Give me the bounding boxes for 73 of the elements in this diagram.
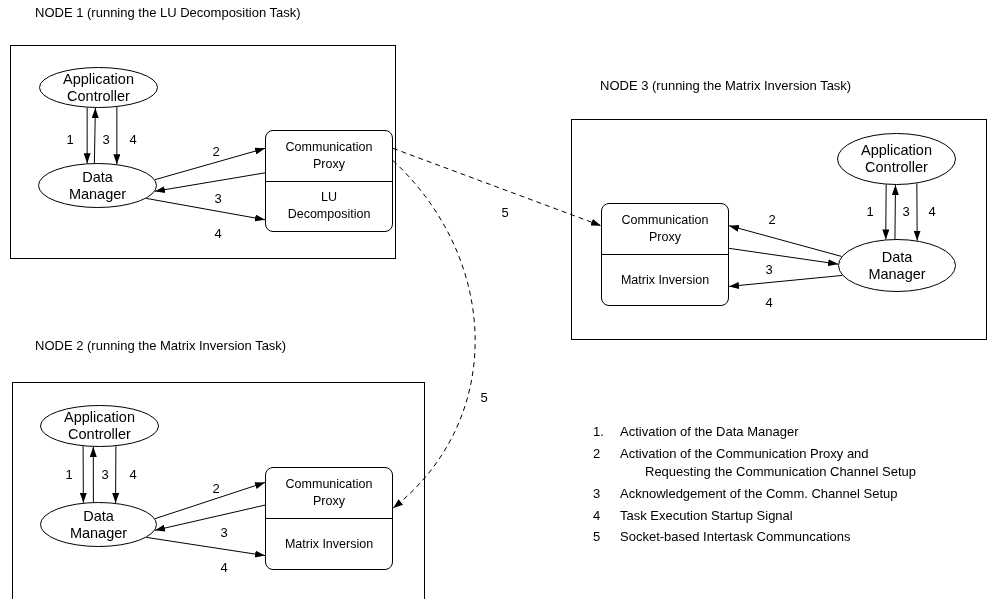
note-number: 2 <box>593 445 601 463</box>
node-heading: NODE 1 (running the LU Decomposition Task) <box>35 5 301 20</box>
arrow <box>728 247 839 267</box>
edge-label: 4 <box>213 227 223 241</box>
node-label: Data Manager <box>68 507 129 542</box>
note-text: Activation of the Data Manager <box>620 423 800 441</box>
ellipse-node <box>838 239 956 292</box>
rounded-box <box>265 130 393 232</box>
edge-label: 1 <box>64 468 74 482</box>
rounded-box <box>265 467 393 570</box>
edge-label: 3 <box>764 263 774 277</box>
arrow <box>89 446 97 503</box>
edge-label: 5 <box>500 206 510 220</box>
note-text: Task Execution Startup Signal <box>620 507 794 525</box>
node-label: Matrix Inversion <box>620 271 710 289</box>
arrow <box>145 536 266 558</box>
arrow <box>728 224 843 257</box>
note-text: Socket-based Intertask Communcations <box>620 528 852 546</box>
arrow <box>83 107 91 164</box>
node-label: Data Manager <box>67 168 128 203</box>
edge-label: 2 <box>211 145 221 159</box>
edge-label: 2 <box>211 482 221 496</box>
arrow <box>91 107 99 164</box>
note-text: Activation of the Communication Proxy and Requesting the Communication Channel Setup <box>620 445 917 481</box>
node-label: Application Controller <box>860 142 933 176</box>
dashed-arrow <box>392 160 476 509</box>
edge-label: 4 <box>219 561 229 575</box>
dashed-arrow <box>392 147 602 227</box>
node-label: Communication Proxy <box>284 476 374 510</box>
arrow <box>154 504 266 532</box>
arrow <box>79 445 87 504</box>
edge-label: 3 <box>219 526 229 540</box>
edge-label: 4 <box>128 468 138 482</box>
edge-label: 3 <box>100 468 110 482</box>
arrow <box>882 184 890 240</box>
ellipse-node <box>39 67 158 108</box>
node-label: Communication Proxy <box>620 212 710 246</box>
arrow <box>145 197 266 222</box>
edge-label: 4 <box>764 296 774 310</box>
edge-label: 1 <box>865 205 875 219</box>
edge-label: 1 <box>65 133 75 147</box>
edge-label: 3 <box>213 192 223 206</box>
arrow <box>728 274 843 289</box>
node-label: Application Controller <box>63 409 136 443</box>
note-number: 5 <box>593 528 601 546</box>
ellipse-node <box>38 163 157 208</box>
ellipse-node <box>837 133 956 185</box>
arrow <box>154 147 266 181</box>
node-label: Matrix Inversion <box>284 535 374 553</box>
node-label: LU Decomposition <box>286 189 372 224</box>
ellipse-node <box>40 502 157 547</box>
node-label: Data Manager <box>867 248 927 283</box>
ellipse-node <box>40 405 159 447</box>
edge-label: 4 <box>128 133 138 147</box>
edge-label: 2 <box>767 213 777 227</box>
note-number: 4 <box>593 507 601 525</box>
arrow <box>112 445 120 504</box>
arrow <box>113 106 121 165</box>
arrow <box>891 184 899 240</box>
rounded-box <box>601 203 729 306</box>
edge-label: 3 <box>101 133 111 147</box>
node-heading: NODE 2 (running the Matrix Inversion Task) <box>35 338 287 353</box>
note-number: 3 <box>593 485 601 503</box>
edge-label: 3 <box>901 205 911 219</box>
node-label: Application Controller <box>62 70 135 105</box>
node-label: Communication Proxy <box>284 138 374 173</box>
arrow <box>154 481 266 520</box>
note-number: 1. <box>593 423 604 441</box>
arrow <box>913 182 921 242</box>
note-text: Acknowledgement of the Comm. Channel Setup <box>620 485 899 503</box>
edge-label: 4 <box>927 205 937 219</box>
edge-label: 5 <box>479 391 489 405</box>
node-heading: NODE 3 (running the Matrix Inversion Task) <box>600 78 852 93</box>
